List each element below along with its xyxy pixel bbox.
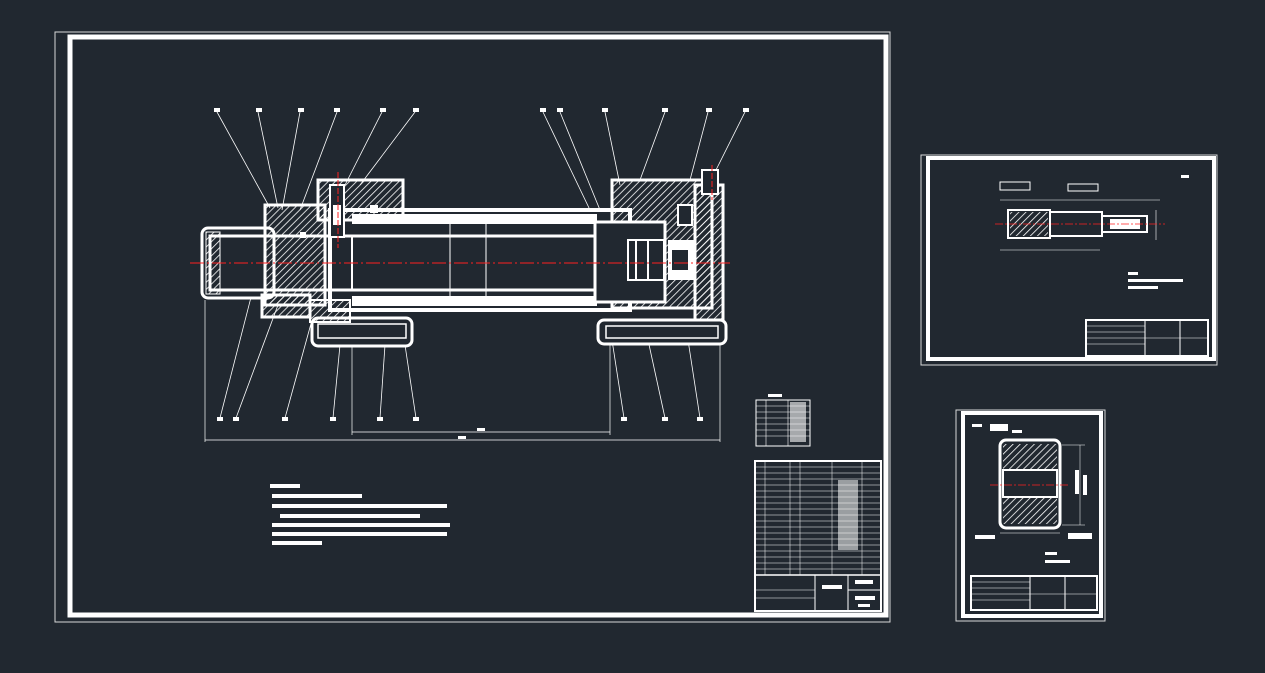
sheet-inner-frame — [961, 411, 1103, 618]
title-block-text-marks — [822, 480, 875, 607]
shaft-title-block — [1085, 319, 1209, 357]
shaft-view — [995, 181, 1165, 251]
cylinder-section-view — [190, 165, 730, 348]
sheet-outer-border — [54, 31, 891, 623]
seal-view — [990, 438, 1085, 534]
balloon-labels-top — [214, 108, 749, 112]
seal-title-block — [970, 575, 1098, 611]
dimension-lines — [204, 300, 721, 442]
assembly-sheet[interactable] — [54, 31, 891, 623]
sheet-inner-frame — [926, 156, 1216, 361]
balloon-labels-bottom — [217, 417, 703, 421]
sheet-outer-border — [920, 154, 1218, 366]
bom-and-title-block — [754, 460, 882, 612]
technical-requirements — [270, 484, 450, 545]
shaft-part-sheet[interactable] — [920, 154, 1218, 366]
seal-part-sheet[interactable] — [955, 409, 1106, 622]
parameter-table — [755, 394, 811, 447]
leader-lines-bottom — [219, 269, 701, 419]
shaft-text-marks — [1128, 175, 1189, 289]
overall-length-dimension — [458, 436, 466, 439]
leader-lines-top — [216, 111, 746, 211]
sheet-outer-border — [955, 409, 1106, 622]
sheet-inner-frame — [67, 34, 889, 618]
stroke-length-dimension — [477, 428, 485, 431]
seal-text-marks — [972, 424, 1092, 563]
